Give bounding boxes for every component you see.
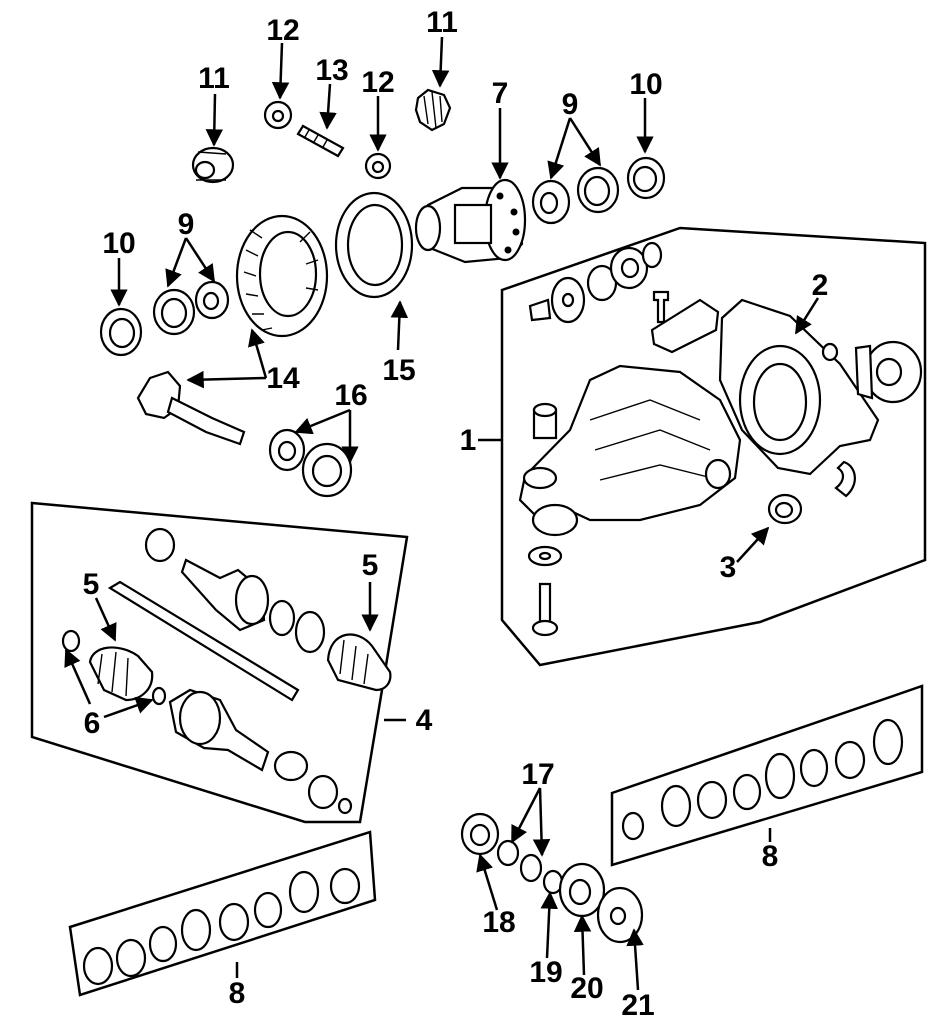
cv-washer [144,527,176,563]
callout-7: 7 [492,77,509,110]
pinion-bearing-17b [519,853,543,883]
callout-17: 17 [521,758,554,791]
bearing-cup-9b [576,166,620,214]
callout-14: 14 [266,362,300,395]
thrust-washer-12-right [364,152,392,180]
ring-gear-14 [235,214,329,338]
callout-12-right: 12 [361,66,394,99]
half-shaft-panel [30,501,409,824]
bearing-kit-items-left [82,867,361,986]
bearing-cone-9d [194,280,230,320]
cv-boot-5-right [326,633,392,692]
cv-ring-b [294,610,326,654]
axle-flange [854,340,923,404]
callout-9-top: 9 [562,88,579,121]
tone-ring-15 [334,191,414,299]
callout-21: 21 [621,989,654,1022]
cv-ring-a [268,599,296,637]
vent-plug [821,342,839,362]
callout-9-left: 9 [178,208,195,241]
side-gear-left [191,146,235,184]
cv-boot-5-left [88,646,154,702]
bearing-kit-panel-right [610,684,924,867]
callout-11-left: 11 [198,62,230,95]
axle-housing-panel [500,226,927,667]
boot-clamp-6 [61,629,81,653]
callout-16: 16 [334,379,367,412]
bearing-race-10-right [626,156,666,200]
callout-12-left: 12 [266,14,299,47]
callout-5-right: 5 [362,549,379,582]
mount-bolt [531,582,559,637]
axle-shaft [107,580,300,702]
callout-8-right: 8 [762,840,779,873]
callout-19: 19 [529,956,562,989]
leader-lines [64,36,820,991]
axle-seal-3 [767,493,803,525]
bearing-kit-items-right [621,718,904,841]
bearing-kit-panel-left [68,830,377,997]
bearing-cone-9a [531,179,571,225]
pinion-bearing-16a [268,428,306,472]
differential-case-7 [414,178,527,264]
callout-20: 20 [570,972,603,1005]
pinion-shaft-13 [296,124,345,158]
pinion-bearing-17a [496,839,520,867]
boot-clamp-6b [151,686,167,706]
bearing-cup-9c [152,288,196,336]
pinion-bearing-16b [301,442,353,498]
bushing [532,402,558,440]
pinion-seals [586,241,663,302]
callout-6: 6 [84,707,101,740]
spindle-nut [307,774,353,815]
bearing-race-10-left [99,307,143,357]
callout-8-left: 8 [229,977,246,1010]
callout-1: 1 [460,424,477,457]
drive-pinion-14 [136,370,246,446]
yoke-flange [528,276,586,324]
inner-cv-joint [180,558,270,632]
callout-labels: 12 11 11 13 12 7 9 10 10 9 14 15 16 2 1 … [83,6,829,1022]
thrust-washer-12-left [263,100,293,130]
retainer-clip [834,460,856,498]
callout-3: 3 [720,551,737,584]
callout-10-top: 10 [629,68,662,101]
pinion-seal-18 [460,812,500,856]
mount-bracket [650,298,720,354]
callout-10-left: 10 [102,227,135,260]
callout-15: 15 [382,354,415,387]
callout-13: 13 [315,54,348,87]
callout-18: 18 [482,906,515,939]
housing-cover-2 [718,298,880,476]
cv-ring-c [273,750,309,782]
bolt-small [652,290,670,324]
axle-housing-1 [518,364,742,537]
outer-cv-joint [168,688,270,772]
callout-11-top: 11 [426,6,458,39]
mount-washer [527,545,563,567]
callout-5-left: 5 [83,568,100,601]
callout-2: 2 [812,269,829,302]
callout-4: 4 [416,704,433,737]
deflector-20 [558,862,606,918]
pinion-gear-11-top [414,88,452,132]
